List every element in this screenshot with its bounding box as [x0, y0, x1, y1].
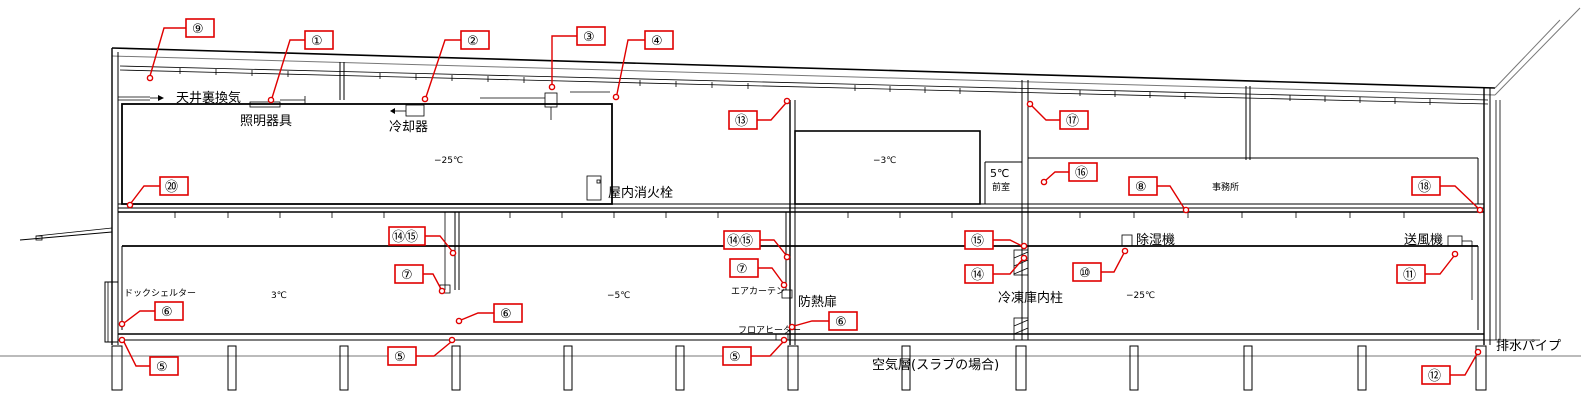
callout-6-middle: ⑥: [455, 303, 523, 325]
callout-15: ⑮: [964, 230, 1028, 250]
label-dehumidifier: 除湿機: [1136, 233, 1175, 248]
callout-6-left: ⑥: [118, 301, 184, 328]
callout-12: ⑫: [1421, 348, 1482, 385]
label-room-temp-3: 3℃: [271, 291, 287, 301]
svg-text:⑭: ⑭: [971, 268, 984, 283]
label-dock-shelter: ドックシェルター: [124, 288, 196, 299]
callout-8: ⑧: [1128, 176, 1190, 214]
label-drain-pipe: 排水パイプ: [1496, 339, 1561, 354]
svg-text:④: ④: [651, 34, 663, 49]
svg-text:⑥: ⑥: [161, 305, 173, 320]
label-room-temp-freezer: −25℃: [434, 156, 463, 166]
label-room-temp-minus25: −25℃: [1126, 291, 1155, 301]
callouts: ⑨ ① ② ③ ④: [118, 18, 1484, 385]
svg-text:⑳: ⑳: [165, 180, 178, 195]
callout-7-middle: ⑦: [729, 258, 788, 289]
label-air-layer: 空気層(スラブの場合): [872, 357, 999, 373]
callout-2: ②: [421, 30, 490, 103]
label-fire-hydrant: 屋内消火栓: [608, 185, 673, 201]
callout-1: ①: [267, 30, 334, 104]
callout-3: ③: [548, 26, 606, 91]
label-lighting: 照明器具: [240, 114, 292, 129]
label-room-temp-chill: −3℃: [873, 156, 896, 166]
label-office: 事務所: [1212, 181, 1239, 193]
callout-18: ⑱: [1411, 176, 1484, 214]
svg-text:⑯: ⑯: [1075, 166, 1088, 181]
svg-text:⑧: ⑧: [1135, 180, 1147, 195]
svg-text:②: ②: [467, 34, 479, 49]
callout-20: ⑳: [126, 176, 189, 209]
freezer-column: [1013, 249, 1029, 341]
label-floor-heater: フロアヒーター: [738, 325, 801, 336]
callout-5-right: ⑤: [722, 336, 788, 366]
svg-text:⑮: ⑮: [971, 234, 984, 249]
callout-4: ④: [612, 30, 674, 101]
svg-text:⑥: ⑥: [500, 307, 512, 322]
callout-5-middle: ⑤: [387, 336, 456, 366]
callout-5-left: ⑤: [118, 336, 179, 376]
svg-text:⑨: ⑨: [192, 22, 204, 37]
callout-11: ⑪: [1396, 250, 1459, 284]
label-anteroom: 前室: [992, 181, 1010, 193]
callout-9: ⑨: [146, 18, 215, 82]
label-cooler: 冷却器: [389, 120, 428, 135]
svg-text:⑤: ⑤: [156, 360, 168, 375]
svg-text:⑱: ⑱: [1418, 180, 1431, 195]
svg-text:⑪: ⑪: [1403, 268, 1416, 283]
slab-ticks: [174, 212, 1405, 218]
label-anteroom-temp: 5℃: [990, 167, 1009, 180]
svg-text:⑦: ⑦: [401, 268, 413, 283]
callout-16: ⑯: [1040, 162, 1098, 186]
svg-text:⑤: ⑤: [729, 350, 741, 365]
label-freezer-column: 冷凍庫内柱: [998, 290, 1063, 306]
svg-text:⑦: ⑦: [736, 262, 748, 277]
callout-14-15-middle: ⑭⑮: [723, 230, 791, 261]
svg-text:⑥: ⑥: [835, 315, 847, 330]
callout-6-right: ⑥: [788, 311, 858, 331]
svg-text:⑬: ⑬: [735, 114, 748, 129]
svg-text:⑤: ⑤: [394, 350, 406, 365]
svg-text:①: ①: [311, 34, 323, 49]
label-ceiling-vent: 天井裏換気: [176, 90, 241, 106]
foundation-piers: [111, 345, 1487, 391]
callout-10: ⑩: [1072, 247, 1129, 282]
label-blower: 送風機: [1404, 233, 1443, 248]
callout-14: ⑭: [964, 254, 1028, 284]
label-air-curtain: エアカーテン: [731, 286, 785, 297]
svg-text:⑰: ⑰: [1066, 114, 1079, 129]
building-structure: [0, 7, 1581, 391]
svg-text:⑭⑮: ⑭⑮: [392, 230, 418, 245]
text-labels: 天井裏換気 照明器具 冷却器 屋内消火栓 −25℃ −3℃ 5℃ 前室 事務所 …: [124, 90, 1561, 373]
svg-text:⑩: ⑩: [1079, 266, 1091, 281]
callout-13: ⑬: [728, 97, 791, 130]
roof-purlins: [179, 68, 1431, 105]
callout-17: ⑰: [1026, 100, 1089, 130]
callout-14-15-left: ⑭⑮: [388, 226, 457, 257]
svg-text:③: ③: [583, 30, 595, 45]
svg-text:⑭⑮: ⑭⑮: [727, 234, 753, 249]
svg-text:⑫: ⑫: [1428, 369, 1441, 384]
label-fire-door: 防熱扉: [798, 294, 837, 310]
callout-7-left: ⑦: [394, 264, 446, 295]
label-room-temp-minus5: −5℃: [607, 291, 630, 301]
